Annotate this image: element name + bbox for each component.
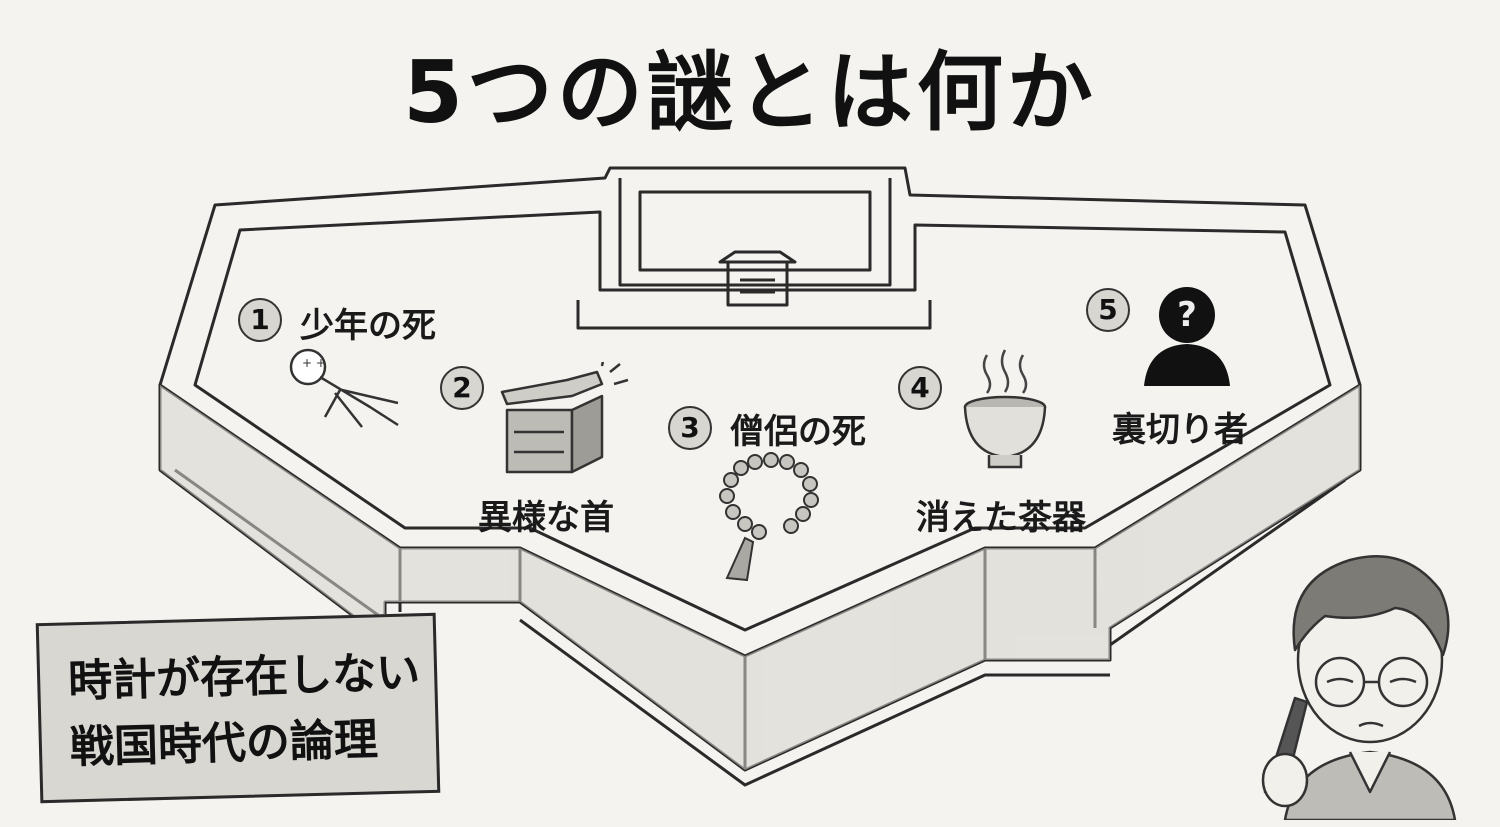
mystery-2-number: 2 xyxy=(440,366,484,410)
mystery-5-number: 5 xyxy=(1086,288,1130,332)
mystery-2-label: 異様な首 xyxy=(478,498,614,538)
page-title: 5つの謎とは何か xyxy=(403,43,1097,143)
silhouette-question-icon: ? xyxy=(1144,287,1230,386)
mystery-5-label: 裏切り者 xyxy=(1112,410,1248,450)
tea-bowl-icon xyxy=(963,349,1047,469)
lying-body-icon: + + xyxy=(289,348,399,428)
question-mark: ? xyxy=(1177,295,1197,335)
svg-text:+ +: + + xyxy=(302,356,326,370)
mystery-4-label: 消えた茶器 xyxy=(916,498,1086,538)
mystery-3-number: 3 xyxy=(668,406,712,450)
mystery-3-label: 僧侶の死 xyxy=(730,412,866,452)
mystery-1-label: 少年の死 xyxy=(300,306,436,346)
note-box: 時計が存在しない 戦国時代の論理 xyxy=(35,612,441,804)
wooden-box-icon xyxy=(500,362,629,474)
mystery-1-number: 1 xyxy=(238,298,282,342)
thinking-character-illustration xyxy=(1261,555,1457,820)
mystery-4-number: 4 xyxy=(898,366,942,410)
note-line-2: 戦国時代の論理 xyxy=(69,714,379,774)
note-line-1: 時計が存在しない xyxy=(67,647,421,708)
prayer-beads-icon xyxy=(719,452,819,582)
